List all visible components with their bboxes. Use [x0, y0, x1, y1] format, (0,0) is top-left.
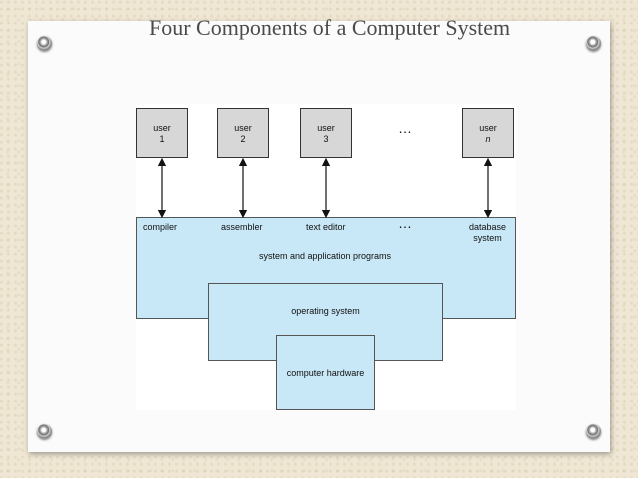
program-database-system: database system — [469, 222, 506, 244]
user-label: user — [153, 123, 171, 133]
pin-top-right-icon — [586, 36, 601, 51]
user-1-box: user 1 — [136, 108, 188, 158]
user-number: 2 — [240, 134, 246, 144]
user-3-box: user 3 — [300, 108, 352, 158]
user-label: user — [234, 123, 252, 133]
database-line2: system — [473, 233, 502, 243]
user-number: 3 — [323, 134, 329, 144]
slide-title: Four Components of a Computer System — [149, 15, 511, 40]
program-text-editor: text editor — [306, 222, 346, 232]
pin-bottom-left-icon — [37, 424, 52, 439]
database-line1: database — [469, 222, 507, 232]
pin-bottom-right-icon — [586, 424, 601, 439]
user-number: n — [485, 134, 491, 144]
user-number: 1 — [159, 134, 165, 144]
applications-layer-label: system and application programs — [258, 251, 392, 261]
program-compiler: compiler — [143, 222, 178, 232]
program-assembler: assembler — [221, 222, 263, 232]
user-label: user — [317, 123, 335, 133]
pin-top-left-icon — [37, 36, 52, 51]
os-layer-label: operating system — [291, 306, 360, 316]
user-n-box: user n — [462, 108, 514, 158]
user-label: user — [479, 123, 497, 133]
user-arrows — [157, 157, 493, 219]
hardware-layer — [276, 335, 375, 410]
computer-system-diagram: user 1 user 2 user 3 user n … compiler a… — [136, 104, 516, 410]
hardware-layer-label: computer hardware — [286, 368, 365, 378]
user-2-box: user 2 — [217, 108, 269, 158]
users-ellipsis: … — [398, 120, 413, 136]
programs-ellipsis: … — [398, 215, 413, 231]
